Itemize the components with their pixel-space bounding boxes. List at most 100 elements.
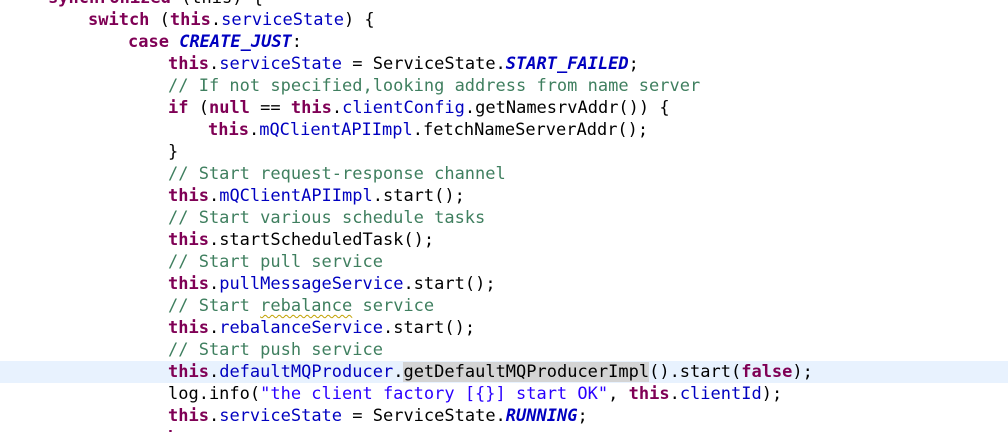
code-token: mQClientAPIImpl	[219, 186, 373, 206]
code-token: rebalanceService	[219, 318, 383, 338]
code-token: clientConfig	[342, 98, 465, 118]
code-line[interactable]: log.info("the client factory [{}] start …	[0, 383, 1008, 405]
code-line[interactable]: // If not specified,looking address from…	[0, 75, 1008, 97]
code-token: .	[669, 384, 680, 404]
code-token: serviceState	[221, 10, 344, 30]
code-token: .startScheduledTask();	[208, 230, 435, 250]
code-line[interactable]: if (null == this.clientConfig.getNamesrv…	[0, 97, 1008, 119]
code-token: this	[168, 274, 209, 294]
code-token: ().start(	[649, 362, 742, 382]
code-token: // Start various schedule tasks	[168, 208, 486, 228]
code-token: START_FAILED	[505, 54, 629, 74]
code-token: this	[168, 186, 209, 206]
code-text: synchronized (this) {	[48, 0, 263, 9]
code-token: ) {	[343, 10, 375, 30]
code-text: this.mQClientAPIImpl.start();	[168, 185, 465, 207]
code-line[interactable]: // Start push service	[0, 339, 1008, 361]
code-token: log.info(	[168, 384, 261, 404]
code-token: null	[208, 98, 250, 118]
code-text: this.defaultMQProducer.getDefaultMQProdu…	[168, 361, 813, 383]
code-token: .	[393, 362, 404, 382]
code-token: "the client factory [{}] start OK"	[260, 384, 609, 404]
code-line[interactable]: this.serviceState = ServiceState.RUNNING…	[0, 405, 1008, 427]
code-text: log.info("the client factory [{}] start …	[168, 383, 782, 405]
code-text: case CREATE_JUST:	[128, 31, 302, 53]
code-token: // Start pull service	[168, 252, 383, 272]
code-token: .	[331, 98, 343, 118]
code-line[interactable]: // Start pull service	[0, 251, 1008, 273]
code-token: defaultMQProducer	[219, 362, 394, 382]
code-token: = ServiceState.	[342, 54, 506, 74]
code-token: (this) {	[171, 0, 263, 8]
code-text: switch (this.serviceState) {	[88, 9, 375, 31]
code-line[interactable]: synchronized (this) {	[0, 0, 1008, 9]
code-token: .start();	[372, 186, 465, 206]
code-token: ,	[608, 384, 629, 404]
code-line[interactable]: this.serviceState = ServiceState.START_F…	[0, 53, 1008, 75]
code-token: synchronized	[48, 0, 171, 8]
code-token: // Start push service	[168, 340, 383, 360]
code-token: switch	[88, 10, 150, 30]
code-text: this.serviceState = ServiceState.START_F…	[168, 53, 639, 75]
code-token: }	[168, 142, 179, 162]
code-line[interactable]: switch (this.serviceState) {	[0, 9, 1008, 31]
code-line[interactable]: }	[0, 141, 1008, 163]
code-token: ;	[577, 406, 588, 426]
code-token: if	[168, 98, 189, 118]
code-token: .	[208, 186, 220, 206]
code-token: (	[188, 98, 209, 118]
code-token: .	[208, 362, 220, 382]
code-token: this	[168, 230, 209, 250]
code-token: .getNamesrvAddr()) {	[464, 98, 670, 118]
code-text: br	[168, 427, 188, 432]
code-text: this.pullMessageService.start();	[168, 273, 496, 295]
code-text: this.mQClientAPIImpl.fetchNameServerAddr…	[208, 119, 648, 141]
code-token: ;	[628, 54, 639, 74]
code-token	[169, 32, 179, 52]
code-token: (	[149, 10, 170, 30]
code-text: // Start various schedule tasks	[168, 207, 485, 229]
code-line[interactable]: // Start rebalance service	[0, 295, 1008, 317]
code-line[interactable]: br	[0, 427, 1008, 432]
code-text: // Start request-response channel	[168, 163, 506, 185]
code-line[interactable]: this.rebalanceService.start();	[0, 317, 1008, 339]
code-token: clientId	[679, 384, 762, 404]
code-text: // Start pull service	[168, 251, 383, 273]
code-line[interactable]: this.mQClientAPIImpl.fetchNameServerAddr…	[0, 119, 1008, 141]
code-token: = ServiceState.	[342, 406, 506, 426]
code-token: this	[628, 384, 670, 404]
code-token: this	[168, 54, 209, 74]
code-token: this	[168, 318, 209, 338]
code-line[interactable]: this.startScheduledTask();	[0, 229, 1008, 251]
code-token: .	[210, 10, 222, 30]
code-token: RUNNING	[505, 406, 578, 426]
code-token: this	[169, 10, 211, 30]
code-token: .fetchNameServerAddr();	[412, 120, 649, 140]
code-token: .	[208, 54, 220, 74]
code-line[interactable]: // Start various schedule tasks	[0, 207, 1008, 229]
code-token: );	[792, 362, 813, 382]
code-token: pullMessageService	[219, 274, 404, 294]
selected-token: getDefaultMQProducerImpl	[403, 362, 650, 382]
code-line[interactable]: this.pullMessageService.start();	[0, 273, 1008, 295]
code-token: .	[208, 274, 220, 294]
code-text: // If not specified,looking address from…	[168, 75, 700, 97]
code-token: serviceState	[219, 54, 343, 74]
code-text: this.serviceState = ServiceState.RUNNING…	[168, 405, 588, 427]
code-token: .	[208, 406, 220, 426]
code-token: this	[168, 406, 209, 426]
code-line[interactable]: this.mQClientAPIImpl.start();	[0, 185, 1008, 207]
code-token: br	[168, 428, 188, 432]
code-token: rebalance	[260, 296, 353, 316]
current-code-line[interactable]: this.defaultMQProducer.getDefaultMQProdu…	[0, 361, 1008, 383]
code-token: );	[761, 384, 783, 404]
code-token: this	[208, 120, 249, 140]
code-line[interactable]: // Start request-response channel	[0, 163, 1008, 185]
code-text: // Start push service	[168, 339, 383, 361]
code-text: // Start rebalance service	[168, 295, 434, 317]
code-token: .	[208, 318, 220, 338]
code-line[interactable]: case CREATE_JUST:	[0, 31, 1008, 53]
code-token: .start();	[382, 318, 476, 338]
code-token: this	[168, 362, 209, 382]
